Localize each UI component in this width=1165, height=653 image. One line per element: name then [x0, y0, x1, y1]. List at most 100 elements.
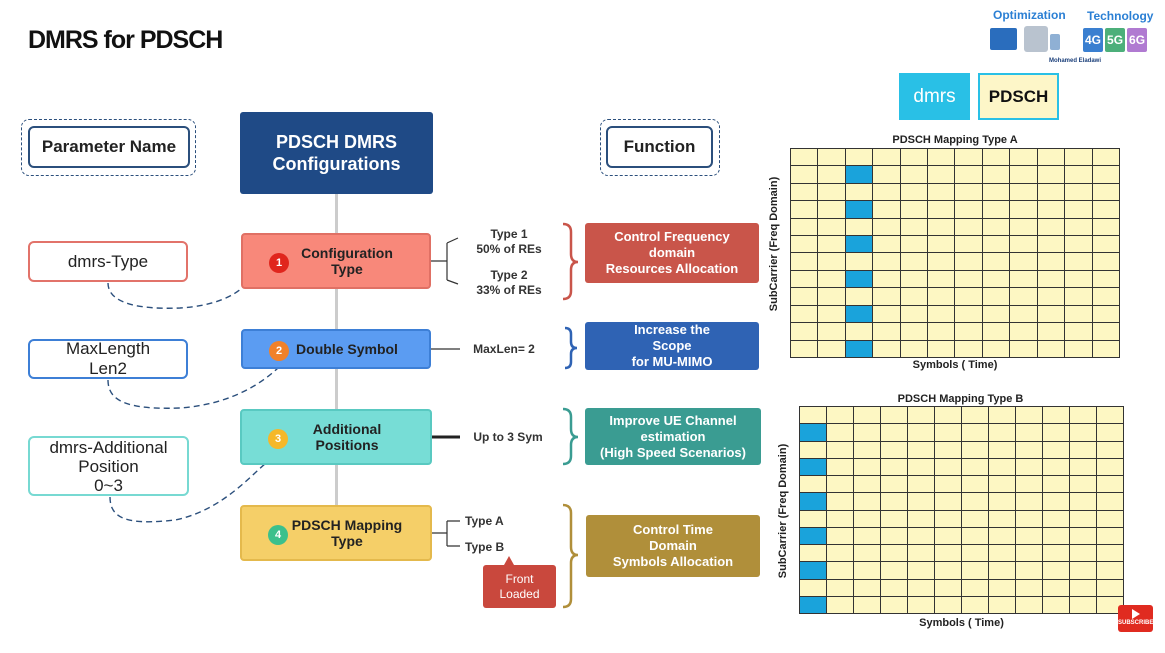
re-cell: [800, 545, 826, 562]
re-cell: [827, 441, 853, 458]
maxlen-label: MaxLen= 2: [473, 342, 535, 356]
center-config-box: PDSCH DMRS Configurations: [240, 112, 433, 194]
re-cell: [873, 166, 900, 183]
re-cell: [881, 527, 907, 544]
re-cell: [989, 562, 1015, 579]
config-type-label: Configuration Type: [243, 245, 421, 277]
re-cell: [962, 424, 988, 441]
grid-b-xlabel: Symbols ( Time): [919, 617, 1004, 629]
re-cell: [827, 407, 853, 424]
param-dmrs-type-label: dmrs-Type: [67, 251, 149, 271]
re-cell: [791, 183, 818, 201]
function-freq-line1: Control Frequency: [614, 229, 730, 244]
re-cell: [1043, 493, 1069, 510]
re-cell: [982, 149, 1010, 166]
step-4-badge: 4: [268, 525, 288, 545]
re-cell: [1065, 340, 1092, 357]
re-cell: [845, 253, 873, 270]
dmrs-re-cell: [845, 166, 873, 183]
re-cell: [791, 340, 818, 357]
re-cell: [873, 236, 900, 253]
re-cell: [881, 562, 907, 579]
function-channel-line2: estimation: [640, 428, 706, 444]
re-cell: [1097, 527, 1123, 544]
type-a-label: Type A: [465, 514, 504, 528]
re-cell: [935, 545, 961, 562]
re-cell: [873, 183, 900, 201]
re-cell: [1037, 236, 1065, 253]
dashboard-icon: [1024, 26, 1048, 52]
re-cell: [800, 441, 826, 458]
re-cell: [1043, 458, 1069, 475]
dmrs-re-cell: [845, 236, 873, 253]
re-cell: [1043, 510, 1069, 527]
grid-b-resource-grid: [799, 406, 1124, 614]
re-cell: [908, 527, 934, 544]
subscribe-button[interactable]: SUBSCRIBE: [1118, 605, 1153, 632]
front-line1: Front: [505, 571, 534, 586]
re-cell: [1070, 407, 1096, 424]
re-cell: [1037, 305, 1065, 323]
re-cell: [935, 407, 961, 424]
dmrs-re-cell: [845, 201, 873, 218]
server-icon: [1050, 34, 1060, 50]
re-cell: [827, 424, 853, 441]
re-cell: [873, 340, 900, 357]
re-cell: [908, 441, 934, 458]
re-cell: [873, 323, 900, 340]
re-cell: [982, 201, 1010, 218]
re-cell: [1097, 458, 1123, 475]
dmrs-re-cell: [845, 340, 873, 357]
re-cell: [827, 579, 853, 596]
re-cell: [962, 407, 988, 424]
re-cell: [827, 527, 853, 544]
re-cell: [873, 270, 900, 288]
re-cell: [818, 236, 845, 253]
dmrs-re-cell: [800, 493, 826, 510]
re-cell: [1070, 596, 1096, 613]
grid-a-resource-grid: [790, 148, 1120, 358]
re-cell: [1065, 305, 1092, 323]
re-cell: [989, 441, 1015, 458]
re-cell: [1070, 510, 1096, 527]
re-cell: [955, 166, 982, 183]
re-cell: [1065, 201, 1092, 218]
param-dmrs-type: dmrs-Type: [28, 241, 188, 282]
re-cell: [881, 493, 907, 510]
re-cell: [908, 510, 934, 527]
re-cell: [935, 476, 961, 493]
re-cell: [1010, 340, 1037, 357]
re-cell: [1037, 166, 1065, 183]
param-additional-line2: Position: [78, 456, 139, 476]
re-cell: [800, 476, 826, 493]
param-maxlength-line1: MaxLength: [65, 339, 151, 358]
re-cell: [881, 510, 907, 527]
re-cell: [989, 458, 1015, 475]
function-channel-line1: Improve UE Channel: [609, 412, 737, 428]
re-cell: [1043, 407, 1069, 424]
additional-positions-line2: Positions: [315, 437, 379, 453]
grid-a-ylabel: SubCarrier (Freq Domain): [768, 176, 780, 312]
re-cell: [1070, 441, 1096, 458]
re-cell: [928, 236, 955, 253]
re-cell: [955, 288, 982, 305]
re-cell: [1043, 476, 1069, 493]
mapping-type-line2: Type: [331, 533, 363, 549]
re-cell: [989, 545, 1015, 562]
config-type-box: 1 Configuration Type: [241, 233, 431, 289]
function-mimo-line2: Scope: [652, 338, 692, 353]
re-cell: [928, 270, 955, 288]
dmrs-tag: dmrs: [899, 73, 970, 120]
re-cell: [1016, 562, 1042, 579]
re-cell: [1016, 596, 1042, 613]
re-cell: [1043, 527, 1069, 544]
re-cell: [800, 407, 826, 424]
param-additional-line3: 0~3: [94, 475, 123, 495]
re-cell: [908, 545, 934, 562]
re-cell: [928, 218, 955, 236]
subscribe-label: SUBSCRIBE: [1118, 620, 1154, 626]
grid-b-ylabel: SubCarrier (Freq Domain): [777, 443, 789, 579]
re-cell: [989, 527, 1015, 544]
re-cell: [1097, 579, 1123, 596]
re-cell: [791, 201, 818, 218]
